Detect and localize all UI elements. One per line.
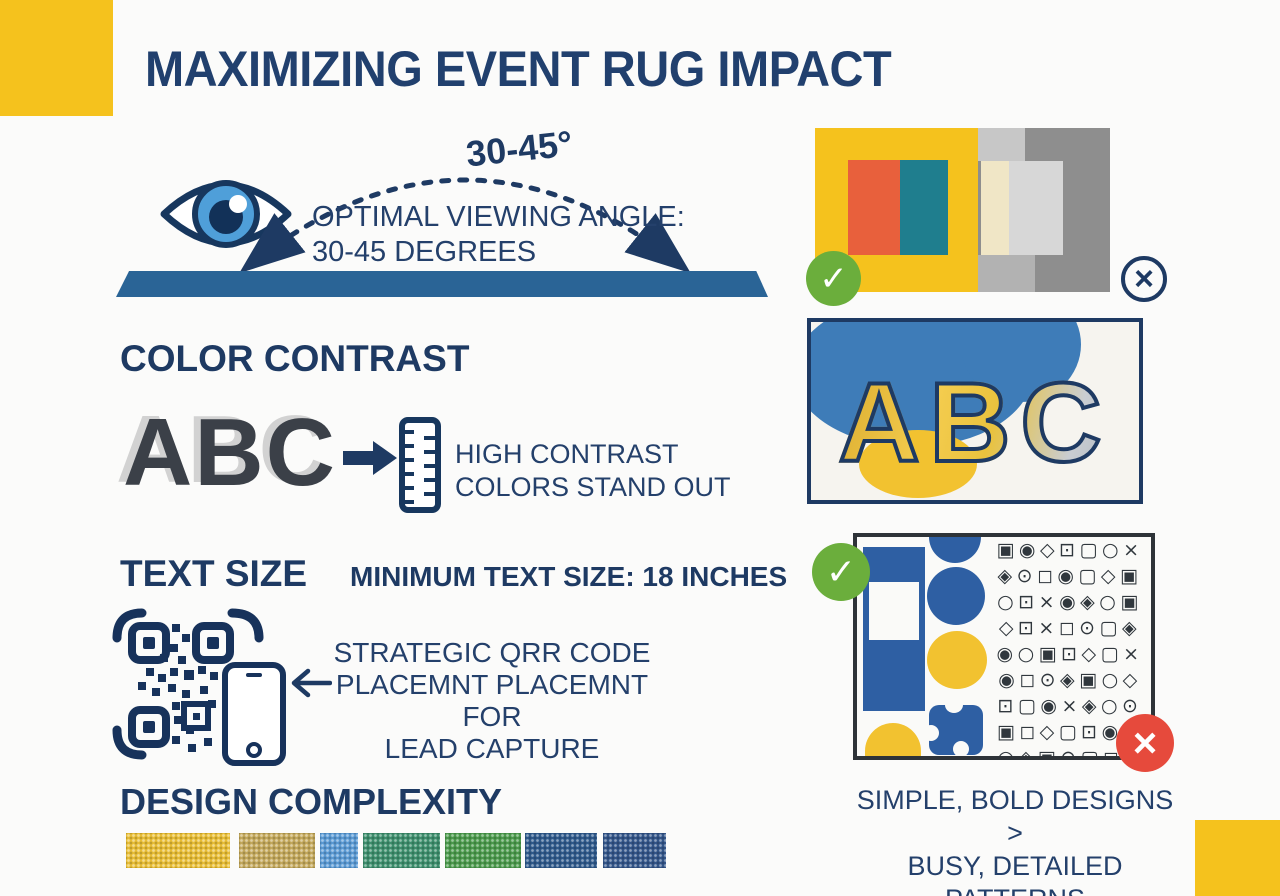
white-square (869, 582, 919, 640)
section-heading-design-complexity: DESIGN COMPLEXITY (120, 781, 503, 822)
cross-glyph-2: × (1132, 719, 1158, 766)
phone-icon (222, 662, 286, 766)
hc-caption-line2: COLORS STAND OUT (455, 472, 731, 502)
viewing-angle-caption: OPTIMAL VIEWING ANGLE: 30-45 DEGREES (312, 200, 685, 270)
rug-surface (116, 271, 768, 297)
abc-contrast-sample: ABC (123, 399, 337, 506)
cream-block (981, 161, 1009, 255)
cross-icon: × (1121, 256, 1167, 302)
pattern-comparison-board: ▣◉◇⊡▢○×◈⊙◻◉▢◇▣○⊡×◉◈○▣◇⊡×◻⊙▢◈◉○▣⊡◇▢×◉◻⊙◈▣… (853, 533, 1155, 760)
comparison-caption: SIMPLE, BOLD DESIGNS > BUSY, DETAILED PA… (850, 784, 1180, 896)
check-glyph: ✓ (819, 259, 848, 298)
check-icon: ✓ (806, 251, 861, 306)
qr-caption-line1: STRATEGIC QRR CODE (333, 637, 651, 668)
viewing-caption-line2: 30-45 DEGREES (312, 236, 537, 268)
qr-caption-line2: PLACEMNT PLACEMNT FOR (335, 669, 649, 732)
orange-block (848, 160, 900, 255)
busy-doodle-pattern: ▣◉◇⊡▢○×◈⊙◻◉▢◇▣○⊡×◉◈○▣◇⊡×◻⊙▢◈◉○▣⊡◇▢×◉◻⊙◈▣… (996, 539, 1144, 758)
abc-rug-preview: ABC (807, 318, 1143, 504)
fabric-swatch-6 (525, 833, 597, 868)
comparison-line1: SIMPLE, BOLD DESIGNS > (856, 785, 1174, 848)
cross-glyph: × (1134, 259, 1154, 298)
cross-icon-busy: × (1116, 714, 1174, 772)
blue-half-disc (929, 537, 981, 563)
viewing-angle-arc (239, 177, 691, 274)
fabric-swatch-4 (363, 833, 440, 868)
yellow-half-disc (865, 723, 921, 756)
arrow-left-icon (291, 668, 332, 698)
puzzle-dot-3 (945, 697, 963, 713)
fabric-swatch-5 (445, 833, 521, 868)
qr-caption-line3: LEAD CAPTURE (384, 733, 600, 764)
hc-caption-line1: HIGH CONTRAST (455, 439, 679, 469)
fabric-swatch-7 (603, 833, 666, 868)
ruler-icon (399, 417, 441, 513)
comparison-line2: BUSY, DETAILED PATTERNS (907, 851, 1123, 896)
qr-caption: STRATEGIC QRR CODE PLACEMNT PLACEMNT FOR… (322, 637, 662, 765)
viewing-caption-line1: OPTIMAL VIEWING ANGLE: (312, 201, 685, 233)
blue-circle (927, 567, 985, 625)
fabric-swatch-1 (126, 833, 230, 868)
corner-accent-bottom-right (1195, 820, 1280, 896)
puzzle-dot-1 (923, 725, 939, 741)
section-heading-text-size: TEXT SIZE (120, 553, 308, 594)
qr-code-icon (112, 608, 264, 760)
puzzle-dot-2 (953, 741, 969, 756)
page-title: MAXIMIZING EVENT RUG IMPACT (145, 41, 892, 97)
yellow-blob (859, 430, 977, 498)
gray-strip (978, 128, 1025, 161)
minimum-text-size-note: MINIMUM TEXT SIZE: 18 INCHES (350, 561, 788, 592)
check-icon-simple: ✓ (812, 543, 870, 601)
abc-rug-letters: ABC (811, 348, 1139, 498)
lightgray-block (1009, 161, 1063, 255)
teal-block (900, 160, 948, 255)
section-heading-color-contrast: COLOR CONTRAST (120, 338, 470, 379)
fabric-swatch-2 (239, 833, 315, 868)
high-contrast-caption: HIGH CONTRAST COLORS STAND OUT (455, 438, 731, 504)
fabric-swatch-3 (320, 833, 358, 868)
yellow-circle (927, 631, 987, 689)
corner-accent-top-left (0, 0, 113, 116)
check-glyph-2: ✓ (825, 551, 857, 592)
color-contrast-example (815, 128, 1110, 292)
arrow-right-icon (343, 441, 397, 475)
midgray-block (978, 255, 1035, 292)
